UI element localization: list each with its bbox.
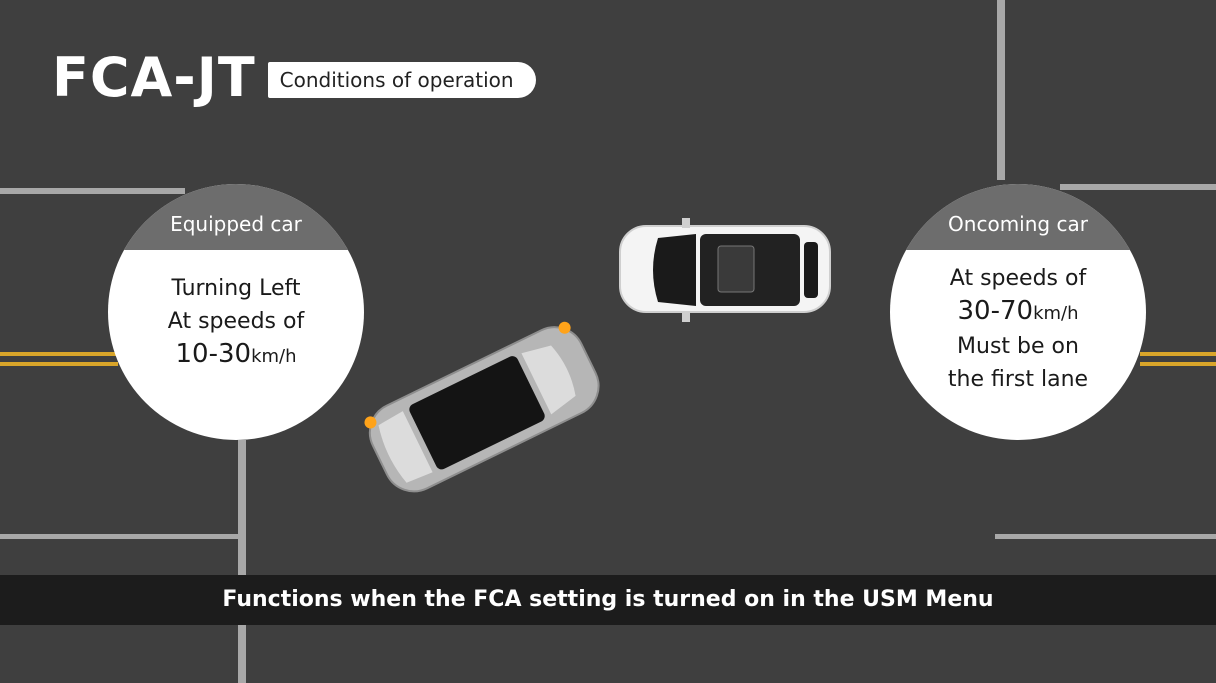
usm-menu-banner: Functions when the FCA setting is turned… [0, 575, 1216, 625]
equipped-speed-line: 10-30km/h [108, 338, 364, 373]
equipped-speed: 10-30 [175, 339, 252, 369]
oncoming-speed-unit: km/h [1033, 303, 1079, 324]
title-block: FCA-JT Conditions of operation [52, 48, 536, 108]
oncoming-car-bubble: Oncoming car At speeds of 30-70km/h Must… [890, 184, 1146, 440]
stop-line-right-top [1060, 184, 1216, 190]
stop-line-right-bottom [995, 534, 1216, 539]
subtitle-pill: Conditions of operation [267, 62, 536, 98]
equipped-speed-unit: km/h [251, 346, 297, 367]
center-line-right-b [1140, 362, 1216, 366]
oncoming-line1: At speeds of [949, 266, 1087, 291]
equipped-car-bubble: Equipped car Turning Left At speeds of 1… [108, 184, 364, 440]
center-line-left-b [0, 362, 118, 366]
oncoming-line3: the first lane [947, 367, 1089, 392]
page-title: FCA-JT [52, 46, 256, 109]
equipped-line2: At speeds of [167, 309, 305, 334]
lane-line-bottom-left [238, 440, 246, 683]
equipped-line1: Turning Left [171, 276, 301, 301]
center-line-right-a [1140, 352, 1216, 356]
oncoming-car-icon [619, 218, 831, 322]
lane-line-top-right [997, 0, 1005, 180]
equipped-car-icon [364, 321, 600, 493]
center-line-left-a [0, 352, 118, 356]
stop-line-left-top [0, 188, 185, 194]
oncoming-speed: 30-70 [957, 296, 1034, 326]
oncoming-car-conditions: At speeds of 30-70km/h Must be on the fi… [890, 250, 1146, 396]
stop-line-left-bottom [0, 534, 238, 539]
oncoming-speed-line: 30-70km/h [890, 295, 1146, 330]
equipped-car-conditions: Turning Left At speeds of 10-30km/h [108, 250, 364, 373]
oncoming-line2: Must be on [957, 334, 1079, 359]
